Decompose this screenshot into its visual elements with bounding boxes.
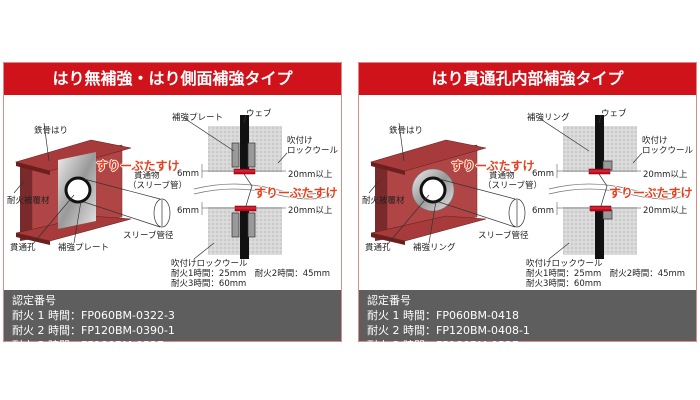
through-hole (64, 176, 92, 204)
label-hole: 貫通孔 (365, 243, 391, 253)
label-reinforce: 補強リング (413, 243, 456, 253)
label-rw2: ロックウール (287, 146, 339, 156)
label-thick1: 耐火1時間：25mm 耐火2時間：45mm (526, 269, 686, 279)
cert-3h: 耐火 3 時間：FP180BM-0527 (367, 339, 519, 352)
panel-title: はり貫通孔内部補強タイプ (359, 63, 696, 95)
through-hole (419, 176, 447, 204)
label-rw-full: 吹付けロックウール (171, 259, 248, 269)
certification-footer: 認定番号 耐火 1 時間：FP060BM-0418 耐火 2 時間：FP120BM… (359, 290, 696, 352)
panel-title: はり無補強・はり側面補強タイプ (4, 63, 341, 95)
certification-heading: 認定番号 (12, 294, 56, 307)
brand-logo: すりーぶたすけ (451, 159, 535, 173)
label-gap-top: 6mm (532, 169, 554, 179)
label-thick2: 耐火3時間：60mm (171, 279, 247, 289)
label-detail-reinforce: 補強プレート (172, 113, 224, 123)
label-rw-full: 吹付けロックウール (526, 259, 603, 269)
web (240, 115, 249, 172)
label-gap-bottom: 6mm (532, 206, 554, 216)
label-rw1: 吹付け (642, 136, 668, 146)
label-sleeve-dia: スリーブ管径 (478, 231, 529, 241)
web (595, 115, 604, 172)
label-gap-bottom: 6mm (177, 206, 199, 216)
sleeve-pipe (13, 122, 171, 246)
label-ext-bottom: 20mm以上 (643, 206, 688, 216)
label-through1: 貫通物 (489, 171, 515, 181)
label-detail-reinforce: 補強リング (527, 113, 570, 123)
label-through2: （スリーブ管） (128, 181, 187, 191)
cert-2h: 耐火 2 時間：FP120BM-0390-1 (12, 324, 175, 337)
cert-2h: 耐火 2 時間：FP120BM-0408-1 (367, 324, 530, 337)
label-gap-top: 6mm (177, 169, 199, 179)
label-beam: 鉄骨はり (34, 126, 69, 136)
label-hole: 貫通孔 (10, 243, 36, 253)
sealant-bottom (234, 205, 257, 212)
wall-detail (183, 114, 335, 260)
label-coating: 耐火被覆材 (362, 196, 405, 206)
certification-heading: 認定番号 (367, 294, 411, 307)
brand-logo-detail: すりーぶたすけ (254, 186, 338, 200)
wall-detail (538, 114, 690, 260)
panel-side-reinforcement: はり無補強・はり側面補強タイプ 鉄骨はり耐火被覆材貫通孔補強プレートス (3, 62, 342, 352)
label-thick1: 耐火1時間：25mm 耐火2時間：45mm (171, 269, 331, 279)
sealant-bottom (589, 205, 612, 212)
label-ext-bottom: 20mm以上 (288, 206, 333, 216)
sealant-top (233, 168, 256, 175)
sleeve-pipe (368, 122, 526, 246)
label-thick2: 耐火3時間：60mm (526, 279, 602, 289)
label-through1: 貫通物 (134, 171, 160, 181)
detail-plates (231, 142, 256, 238)
label-beam: 鉄骨はり (389, 126, 424, 136)
cert-3h: 耐火 3 時間：FP180BM-0527 (12, 339, 164, 352)
brand-logo: すりーぶたすけ (96, 159, 180, 173)
diagram (368, 114, 690, 260)
label-web: ウェブ (246, 109, 272, 119)
certification-footer: 認定番号 耐火 1 時間：FP060BM-0322-3 耐火 2 時間：FP120… (4, 290, 341, 352)
cert-1h: 耐火 1 時間：FP060BM-0322-3 (12, 309, 175, 322)
cert-1h: 耐火 1 時間：FP060BM-0418 (367, 309, 519, 322)
brand-logo-detail: すりーぶたすけ (609, 186, 693, 200)
label-ext-top: 20mm以上 (643, 170, 688, 180)
label-rw2: ロックウール (642, 146, 694, 156)
label-through2: （スリーブ管） (483, 181, 542, 191)
diagram (13, 114, 335, 260)
label-coating: 耐火被覆材 (7, 196, 50, 206)
label-web: ウェブ (601, 109, 627, 119)
label-reinforce: 補強プレート (58, 243, 110, 253)
label-sleeve-dia: スリーブ管径 (123, 231, 174, 241)
sealant-top (588, 168, 611, 175)
panel-inner-reinforcement: はり貫通孔内部補強タイプ 鉄骨はり耐火被覆材貫通孔補強リングスリーブ管径貫通物（… (358, 62, 697, 352)
label-rw1: 吹付け (287, 136, 313, 146)
label-ext-top: 20mm以上 (288, 170, 333, 180)
detail-ring (602, 160, 613, 220)
